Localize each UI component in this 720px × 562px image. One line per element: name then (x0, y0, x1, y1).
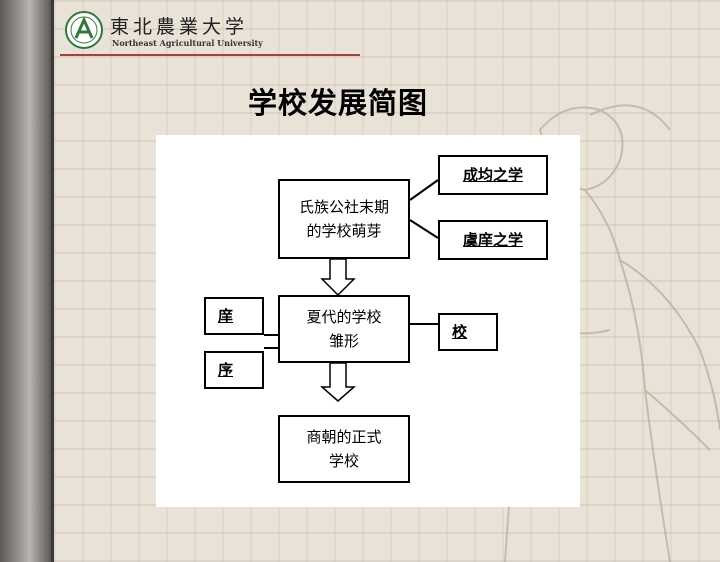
arrow-xia-to-shang (320, 362, 356, 402)
node-xu-label: 序 (218, 361, 234, 379)
connector-clan-chengjun (409, 179, 439, 201)
node-xia-school: 夏代的学校 雏形 (278, 295, 410, 363)
diagram-connectors (264, 179, 439, 402)
node-shang-school: 商朝的正式 学校 (278, 415, 410, 483)
node-xu: 序 (204, 351, 264, 389)
node-xiang-label: 庠 (218, 307, 234, 325)
node-jiao: 校 (438, 313, 498, 351)
university-name-cn: 東北農業大学 (110, 16, 249, 38)
node-shang-school-label: 商朝的正式 学校 (306, 428, 382, 470)
header-divider (60, 54, 360, 56)
node-chengjun-label: 成均之学 (462, 166, 523, 184)
node-jiao-label: 校 (452, 323, 468, 341)
page-title: 学校发展简图 (248, 86, 429, 120)
node-xiang: 庠 (204, 297, 264, 335)
university-logo-icon (65, 11, 103, 49)
node-chengjun: 成均之学 (438, 155, 548, 195)
node-clan-school-label: 氏族公社末期 的学校萌芽 (298, 198, 389, 240)
university-name-en: Northeast Agricultural University (112, 38, 263, 48)
arrow-clan-to-xia (320, 258, 356, 297)
diagram-panel: 氏族公社末期 的学校萌芽 成均之学 虞庠之学 夏代的学校 雏形 庠 序 校 商朝… (156, 135, 580, 507)
left-decorative-bar (0, 0, 54, 562)
node-xia-school-label: 夏代的学校 雏形 (306, 308, 382, 350)
connector-clan-yuxiang (409, 219, 439, 239)
node-yuxiang-label: 虞庠之学 (462, 231, 523, 249)
node-clan-school: 氏族公社末期 的学校萌芽 (278, 179, 410, 259)
node-yuxiang: 虞庠之学 (438, 220, 548, 260)
